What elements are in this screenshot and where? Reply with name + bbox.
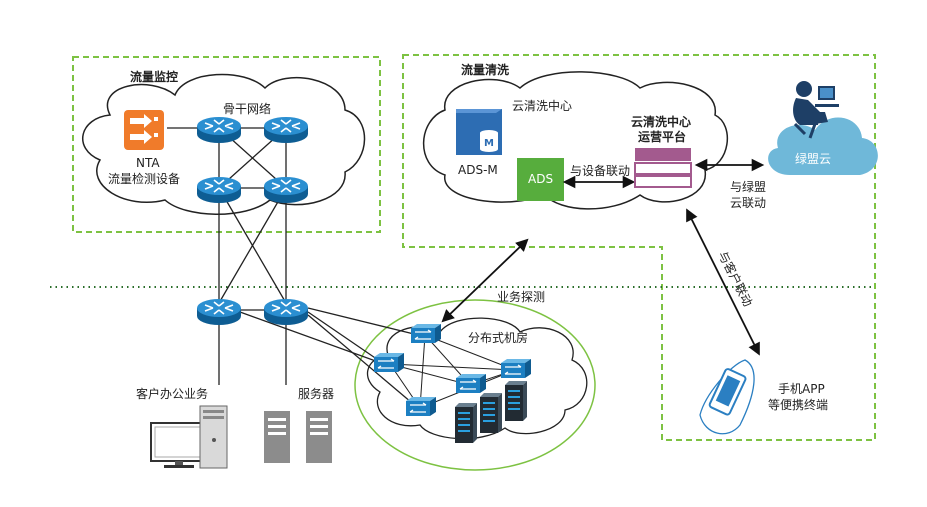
clean-region (402, 54, 876, 441)
business-probe-arrow (441, 238, 529, 323)
mobile-device-icon (699, 359, 755, 435)
server-rack-icon (264, 411, 332, 463)
clean-title: 流量清洗 (461, 62, 509, 77)
distributed-label: 分布式机房 (468, 330, 528, 345)
device-link-label: 与设备联动 (570, 164, 630, 178)
nta-label: NTA (136, 156, 160, 170)
router-icon (263, 298, 309, 326)
switch-icon (455, 373, 487, 394)
svg-text:M: M (484, 138, 494, 149)
platform-label-1: 云清洗中心 (631, 114, 691, 129)
lvmeng-link-label-1: 与绿盟 (730, 179, 766, 194)
router-icon (263, 116, 309, 144)
switch-icon (410, 323, 442, 344)
switch-icon (500, 358, 532, 379)
nta-device-icon (124, 110, 164, 150)
backbone-label: 骨干网络 (223, 101, 271, 116)
adsm-label: ADS-M (458, 163, 498, 177)
mobile-label-2: 等便携终端 (768, 397, 828, 412)
business-probe-label: 业务探测 (497, 289, 545, 304)
cloud-icon (768, 117, 878, 175)
router-icon (263, 176, 309, 204)
server-rack-icon (455, 403, 477, 443)
operator-person-icon (793, 81, 839, 139)
mobile-label-1: 手机APP (778, 382, 825, 396)
server-rack-icon (480, 393, 502, 433)
ads-device-icon (517, 158, 564, 201)
router-icon (196, 176, 242, 204)
monitor-region (72, 56, 381, 233)
monitor-title: 流量监控 (130, 69, 178, 84)
backbone-links (167, 127, 419, 409)
nta-sub-label: 流量检测设备 (108, 171, 180, 186)
platform-server-icon (634, 148, 692, 188)
switch-icon (373, 352, 405, 373)
ads-label: ADS (528, 172, 553, 186)
servers-label: 服务器 (298, 386, 334, 401)
customer-link-arrow (686, 208, 760, 356)
switch-icon (405, 396, 437, 417)
platform-label-2: 运营平台 (638, 129, 686, 144)
lvmeng-cloud-label: 绿盟云 (795, 151, 831, 166)
database-m-icon: M (456, 109, 502, 155)
lvmeng-link-label-2: 云联动 (730, 196, 766, 210)
server-rack-icon (505, 381, 527, 421)
desktop-pc-icon (150, 405, 228, 469)
router-icon (196, 298, 242, 326)
customer-office-label: 客户办公业务 (136, 386, 208, 401)
router-icon (196, 116, 242, 144)
cloud-center-label: 云清洗中心 (512, 98, 572, 113)
